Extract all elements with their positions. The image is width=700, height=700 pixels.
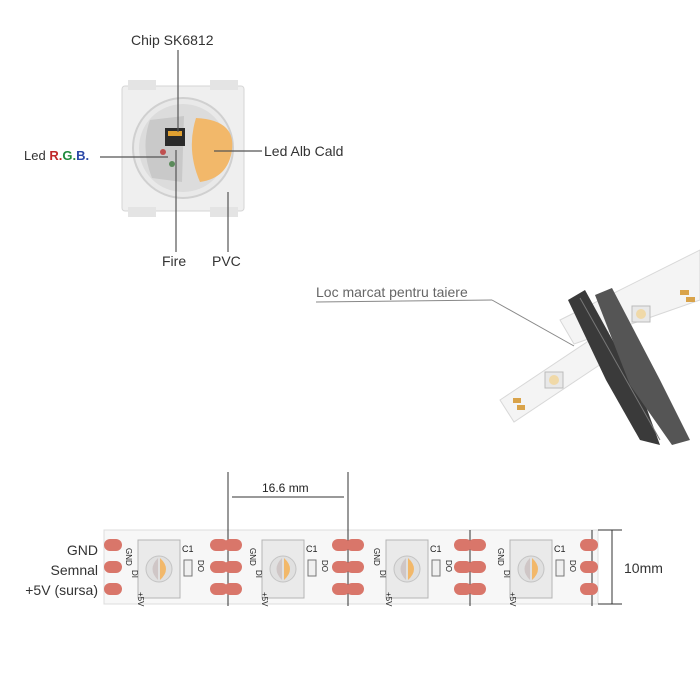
- cap-label-2: C1: [430, 544, 442, 554]
- cut-leader-underline: [315, 299, 493, 303]
- strip-end-right-pad-2: [580, 583, 598, 595]
- rgb-led-label: Led R.G.B.: [24, 148, 90, 163]
- led-lens-0: [145, 555, 173, 583]
- cut-group-0-a-pad-1: [210, 561, 228, 573]
- cut-group-2-b-pad-1: [468, 561, 486, 573]
- strip-end-right-pad-0: [580, 539, 598, 551]
- leader-lines: [100, 50, 262, 252]
- cut-group-2-b-pad-0: [468, 539, 486, 551]
- cap-label-3: C1: [554, 544, 566, 554]
- pin-label-gnd: GND: [66, 542, 98, 558]
- led-rgb-2: [400, 558, 406, 580]
- cut-group-2-a-pad-2: [454, 583, 472, 595]
- strip-end-left-pad-1: [104, 561, 122, 573]
- led-white-2: [408, 558, 414, 580]
- pin-label-signal: Semnal: [50, 562, 98, 578]
- cut-group-0-b-pad-1: [224, 561, 242, 573]
- cut-group-0-a-pad-2: [210, 583, 228, 595]
- rgb-b: B: [76, 148, 86, 163]
- pad-text-2-1: DI: [378, 570, 387, 578]
- led-white-0: [160, 558, 166, 580]
- pvc-label: PVC: [212, 253, 241, 269]
- pad-do-text-3: DO: [568, 560, 577, 572]
- white-led-label: Led Alb Cald: [264, 143, 344, 159]
- cut-group-1-b-pad-1: [346, 561, 364, 573]
- pad-text-1-0: GND: [248, 548, 257, 566]
- capacitor-3: [555, 559, 565, 577]
- cap-label-0: C1: [182, 544, 194, 554]
- cut-group-0-b-pad-2: [224, 583, 242, 595]
- pin-label-5v: +5V (sursa): [25, 582, 98, 598]
- strip-end-left-pad-2: [104, 583, 122, 595]
- pad-text-3-0: GND: [496, 548, 505, 566]
- cut-group-1-a-pad-1: [332, 561, 350, 573]
- width-label: 10mm: [624, 560, 663, 576]
- cut-group-2-a-pad-0: [454, 539, 472, 551]
- chip-label: Chip SK6812: [131, 32, 214, 48]
- led-word: Led: [24, 148, 46, 163]
- capacitor-0: [183, 559, 193, 577]
- led-white-1: [284, 558, 290, 580]
- pad-text-1-2: +5V: [260, 592, 269, 607]
- cut-group-0-a-pad-0: [210, 539, 228, 551]
- strip-end-right-pad-1: [580, 561, 598, 573]
- cut-group-1-b-pad-0: [346, 539, 364, 551]
- cut-group-1-b-pad-2: [346, 583, 364, 595]
- led-lens-1: [269, 555, 297, 583]
- pad-text-2-0: GND: [372, 548, 381, 566]
- led-lens-2: [393, 555, 421, 583]
- sk6812-package: [121, 80, 245, 217]
- cut-group-2-a-pad-1: [454, 561, 472, 573]
- led-rgb-3: [524, 558, 530, 580]
- cap-label-1: C1: [306, 544, 318, 554]
- strip-end-left-pad-0: [104, 539, 122, 551]
- strip-units: C1GNDDI+5VDOC1GNDDI+5VDOC1GNDDI+5VDOC1GN…: [104, 539, 598, 607]
- pad-text-1-1: DI: [254, 570, 263, 578]
- capacitor-2: [431, 559, 441, 577]
- pad-do-text-2: DO: [444, 560, 453, 572]
- cut-group-0-b-pad-0: [224, 539, 242, 551]
- pad-do-text-0: DO: [196, 560, 205, 572]
- cut-group-1-a-pad-2: [332, 583, 350, 595]
- pad-text-3-2: +5V: [508, 592, 517, 607]
- pitch-label: 16.6 mm: [262, 481, 309, 495]
- pad-text-3-1: DI: [502, 570, 511, 578]
- led-rgb-1: [276, 558, 282, 580]
- cut-group-2-b-pad-2: [468, 583, 486, 595]
- cut-photo: [499, 249, 700, 445]
- rgb-r: R: [49, 148, 59, 163]
- capacitor-1: [307, 559, 317, 577]
- pad-do-text-1: DO: [320, 560, 329, 572]
- pad-text-0-1: DI: [130, 570, 139, 578]
- cut-leader-line: [491, 299, 575, 347]
- led-rgb-0: [152, 558, 158, 580]
- led-white-3: [532, 558, 538, 580]
- rgb-g: G: [62, 148, 73, 163]
- pad-text-2-2: +5V: [384, 592, 393, 607]
- pad-text-0-2: +5V: [136, 592, 145, 607]
- cut-group-1-a-pad-0: [332, 539, 350, 551]
- cut-label: Loc marcat pentru taiere: [316, 284, 468, 300]
- pad-text-0-0: GND: [124, 548, 133, 566]
- led-lens-3: [517, 555, 545, 583]
- wire-label: Fire: [162, 253, 187, 269]
